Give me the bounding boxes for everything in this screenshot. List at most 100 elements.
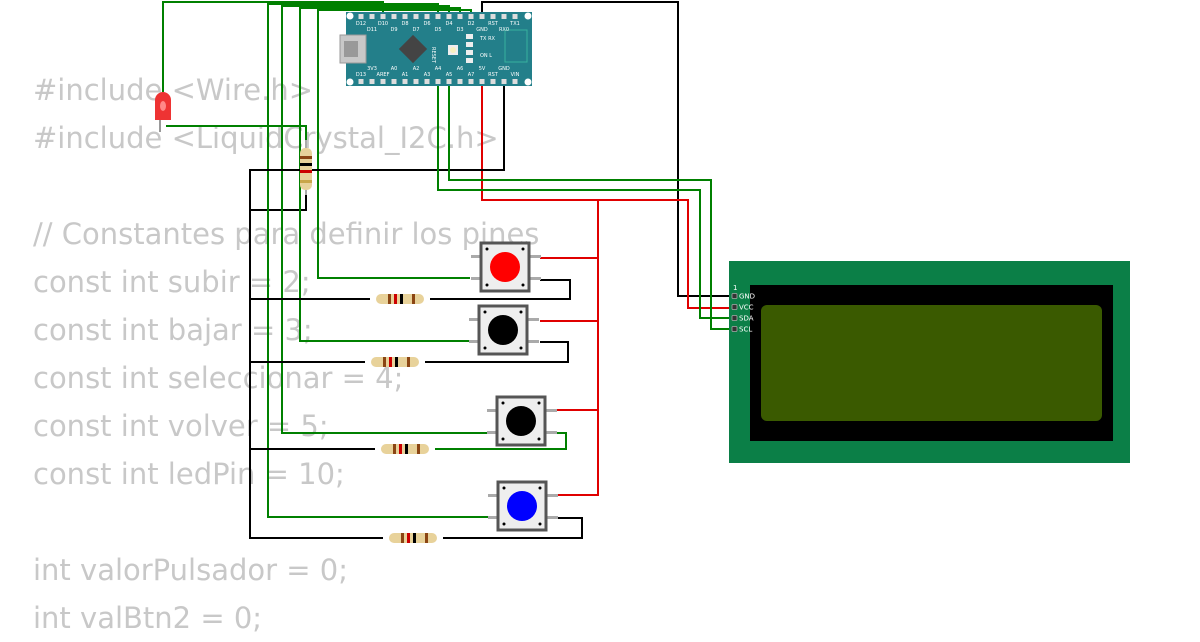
wire-d4-button-black2[interactable]: [281, 5, 490, 434]
wire-scl[interactable]: [448, 84, 735, 330]
pin-label: A5: [446, 72, 453, 78]
button-cap[interactable]: [507, 491, 537, 521]
resistor[interactable]: [381, 444, 429, 454]
pin-5v[interactable]: [479, 79, 485, 84]
pin-label: D8: [401, 21, 408, 27]
wire-d5-button-blue[interactable]: [267, 3, 490, 518]
lcd-pin-label: SDA: [739, 315, 754, 323]
resistor[interactable]: [389, 533, 437, 543]
txrx-label: TX RX: [479, 36, 496, 42]
usb-port-icon: [339, 34, 367, 64]
pin-gnd[interactable]: [501, 79, 507, 84]
pin-label: A1: [402, 72, 409, 78]
pin-d5[interactable]: [435, 14, 441, 19]
pin-label: TX1: [509, 21, 520, 27]
wire-resistor-gnd[interactable]: [250, 192, 307, 211]
button-blue[interactable]: [488, 480, 558, 532]
pin-d13[interactable]: [358, 79, 364, 84]
wire-resistor-button-black2[interactable]: [435, 432, 567, 450]
pin-label: D2: [467, 21, 474, 27]
pin-a0[interactable]: [391, 79, 397, 84]
button-cap[interactable]: [506, 406, 536, 436]
led-red[interactable]: [155, 92, 171, 132]
pin-a6[interactable]: [457, 79, 463, 84]
onl-label: ON L: [480, 53, 492, 59]
pin-aref[interactable]: [380, 79, 386, 84]
button-cap[interactable]: [488, 315, 518, 345]
pin-a2[interactable]: [413, 79, 419, 84]
button-black-1[interactable]: [469, 304, 539, 356]
pin-label: A4: [435, 66, 442, 72]
pin-d12[interactable]: [358, 14, 364, 19]
lcd-pin-index: 1: [733, 284, 737, 292]
pin-label: 3V3: [367, 66, 377, 72]
wire-d2-button-red[interactable]: [317, 9, 472, 279]
wire-resistor-button-blue[interactable]: [443, 517, 583, 539]
wire-resistor-button-red[interactable]: [430, 279, 571, 300]
pin-label: A0: [391, 66, 398, 72]
pin-label: D6: [423, 21, 430, 27]
resistor-led[interactable]: [300, 140, 312, 195]
pin-d6[interactable]: [424, 14, 430, 19]
resistor[interactable]: [371, 357, 419, 367]
code-line: #include <Wire.h>: [33, 73, 314, 107]
pin-tx1[interactable]: [512, 14, 518, 19]
pin-a4[interactable]: [435, 79, 441, 84]
lcd-screen: [761, 305, 1102, 421]
pin-label: RST: [488, 72, 499, 78]
button-red[interactable]: [471, 241, 541, 293]
pin-label: D5: [434, 27, 441, 33]
arduino-nano[interactable]: D12D11D10D9D8D7D6D5D4D3D2GNDRSTRX0TX1D13…: [339, 12, 532, 86]
button-cap[interactable]: [490, 252, 520, 282]
pin-label: 5V: [479, 66, 486, 72]
pin-label: A2: [413, 66, 420, 72]
pin-rst[interactable]: [490, 14, 496, 19]
pin-a3[interactable]: [424, 79, 430, 84]
lcd-pin-vcc[interactable]: [731, 304, 738, 310]
code-background: #include <Wire.h>#include <LiquidCrystal…: [33, 66, 539, 642]
pin-label: A6: [457, 66, 464, 72]
pin-a7[interactable]: [468, 79, 474, 84]
pin-d4[interactable]: [446, 14, 452, 19]
wire-resistor-button-black1[interactable]: [425, 341, 569, 363]
pin-label: GND: [476, 27, 488, 33]
pin-label: GND: [498, 66, 510, 72]
pin-label: D11: [367, 27, 377, 33]
wire-5v-lcd[interactable]: [598, 199, 735, 309]
wire-led-resistor[interactable]: [166, 125, 307, 145]
code-line: // Constantes para definir los pines: [33, 217, 540, 251]
reset-button[interactable]: [450, 47, 456, 53]
pin-label: D13: [356, 72, 366, 78]
pin-label: D7: [412, 27, 419, 33]
pin-a1[interactable]: [402, 79, 408, 84]
code-line: int valBtn2 = 0;: [33, 601, 263, 635]
pin-rx0[interactable]: [501, 14, 507, 19]
code-line: const int bajar = 3;: [33, 313, 313, 347]
pin-d10[interactable]: [380, 14, 386, 19]
pin-d3[interactable]: [457, 14, 463, 19]
button-black-2[interactable]: [487, 395, 557, 447]
pin-label: D12: [356, 21, 366, 27]
pin-label: D4: [445, 21, 452, 27]
lcd-pin-sda[interactable]: [731, 315, 738, 321]
pin-a5[interactable]: [446, 79, 452, 84]
pin-gnd[interactable]: [479, 14, 485, 19]
pin-d2[interactable]: [468, 14, 474, 19]
pin-d9[interactable]: [391, 14, 397, 19]
pin-label: A3: [424, 72, 431, 78]
lcd-pin-gnd[interactable]: [731, 293, 738, 299]
pin-3v3[interactable]: [369, 79, 375, 84]
pin-rst[interactable]: [490, 79, 496, 84]
resistor[interactable]: [376, 294, 424, 304]
wire-gnd-resistors[interactable]: [249, 84, 505, 539]
wire-gnd-lcd[interactable]: [481, 1, 735, 297]
pin-vin[interactable]: [512, 79, 518, 84]
pin-d11[interactable]: [369, 14, 375, 19]
pin-d8[interactable]: [402, 14, 408, 19]
lcd-pin-scl[interactable]: [731, 326, 738, 332]
lcd-pin-label: VCC: [739, 304, 754, 312]
wire-d3-button-black1[interactable]: [299, 7, 470, 342]
pin-d7[interactable]: [413, 14, 419, 19]
